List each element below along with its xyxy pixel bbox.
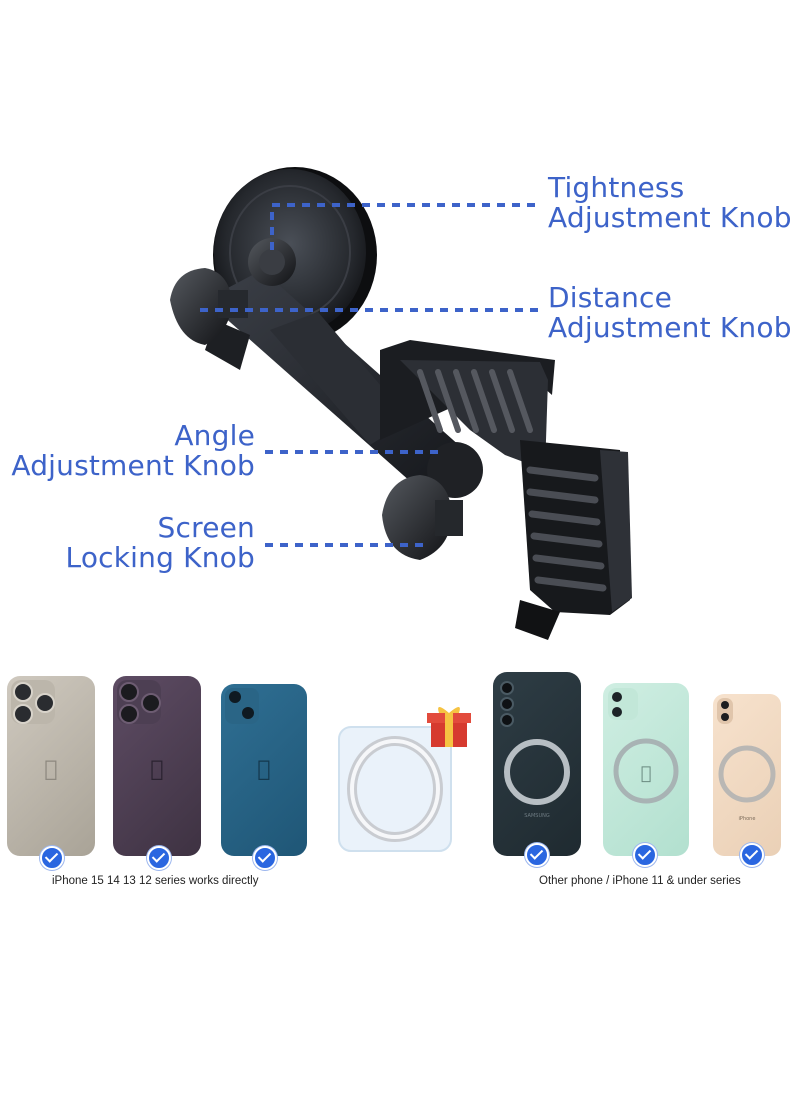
- samsung-logo-text: SAMSUNG: [524, 813, 550, 819]
- phone-clamp: [380, 340, 632, 640]
- angle-label-line2: Adjustment Knob: [11, 449, 255, 482]
- check-icon-3: [253, 846, 277, 870]
- phone-iphone-14-pro-purple: : [113, 676, 201, 856]
- gift-icon: [427, 707, 471, 747]
- svg-text:: : [44, 757, 57, 782]
- phone-iphone-15-pro-titanium: : [7, 676, 95, 856]
- tightness-label-line2: Adjustment Knob: [548, 201, 792, 234]
- svg-text:: : [641, 763, 652, 784]
- check-icon-2: [147, 846, 171, 870]
- svg-text:: : [257, 757, 270, 782]
- phone-iphone-xs-gold: iPhone: [713, 694, 781, 856]
- screen-label-line2: Locking Knob: [65, 541, 255, 574]
- tightness-label-line1: Tightness: [548, 171, 685, 204]
- camera-module-icon: : [11, 680, 58, 782]
- angle-knob: [427, 442, 483, 498]
- tightness-knob: [248, 238, 296, 286]
- screen-label-line1: Screen: [157, 511, 255, 544]
- angle-label-line1: Angle: [174, 419, 255, 452]
- angle-label: Angle Adjustment Knob: [11, 421, 255, 481]
- phone-iphone-13-blue: : [221, 684, 307, 856]
- distance-knob: [170, 268, 248, 345]
- camera-module-icon: : [117, 680, 164, 782]
- check-icon-1: [40, 846, 64, 870]
- iphone-xs-back-icon: iPhone: [717, 698, 776, 822]
- metal-ring-gift: [338, 707, 471, 852]
- distance-label-line1: Distance: [548, 281, 673, 314]
- tightness-label: Tightness Adjustment Knob: [548, 173, 792, 233]
- screen-locking-knob: [382, 475, 463, 560]
- check-icon-4: [525, 843, 549, 867]
- callout-lines: [200, 203, 540, 547]
- distance-label-line2: Adjustment Knob: [548, 311, 792, 344]
- screen-label: Screen Locking Knob: [66, 513, 255, 573]
- iphone-11-back-icon: : [608, 688, 679, 804]
- caption-other-phones: Other phone / iPhone 11 & under series: [539, 875, 741, 887]
- phone-iphone-11-green: : [603, 683, 689, 856]
- samsung-back-icon: SAMSUNG: [500, 681, 570, 819]
- check-icon-5: [633, 843, 657, 867]
- phone-samsung-dark-green: SAMSUNG: [493, 672, 581, 856]
- magnetic-phone-mount-illustration: [170, 167, 632, 640]
- iphone-logo-text: iPhone: [739, 816, 756, 822]
- tightness-line: [270, 203, 540, 250]
- camera-module-icon: : [225, 688, 271, 782]
- caption-iphone-direct: iPhone 15 14 13 12 series works directly: [52, 875, 259, 887]
- check-icon-6: [740, 843, 764, 867]
- svg-text:: : [150, 757, 163, 782]
- distance-label: Distance Adjustment Knob: [548, 283, 792, 343]
